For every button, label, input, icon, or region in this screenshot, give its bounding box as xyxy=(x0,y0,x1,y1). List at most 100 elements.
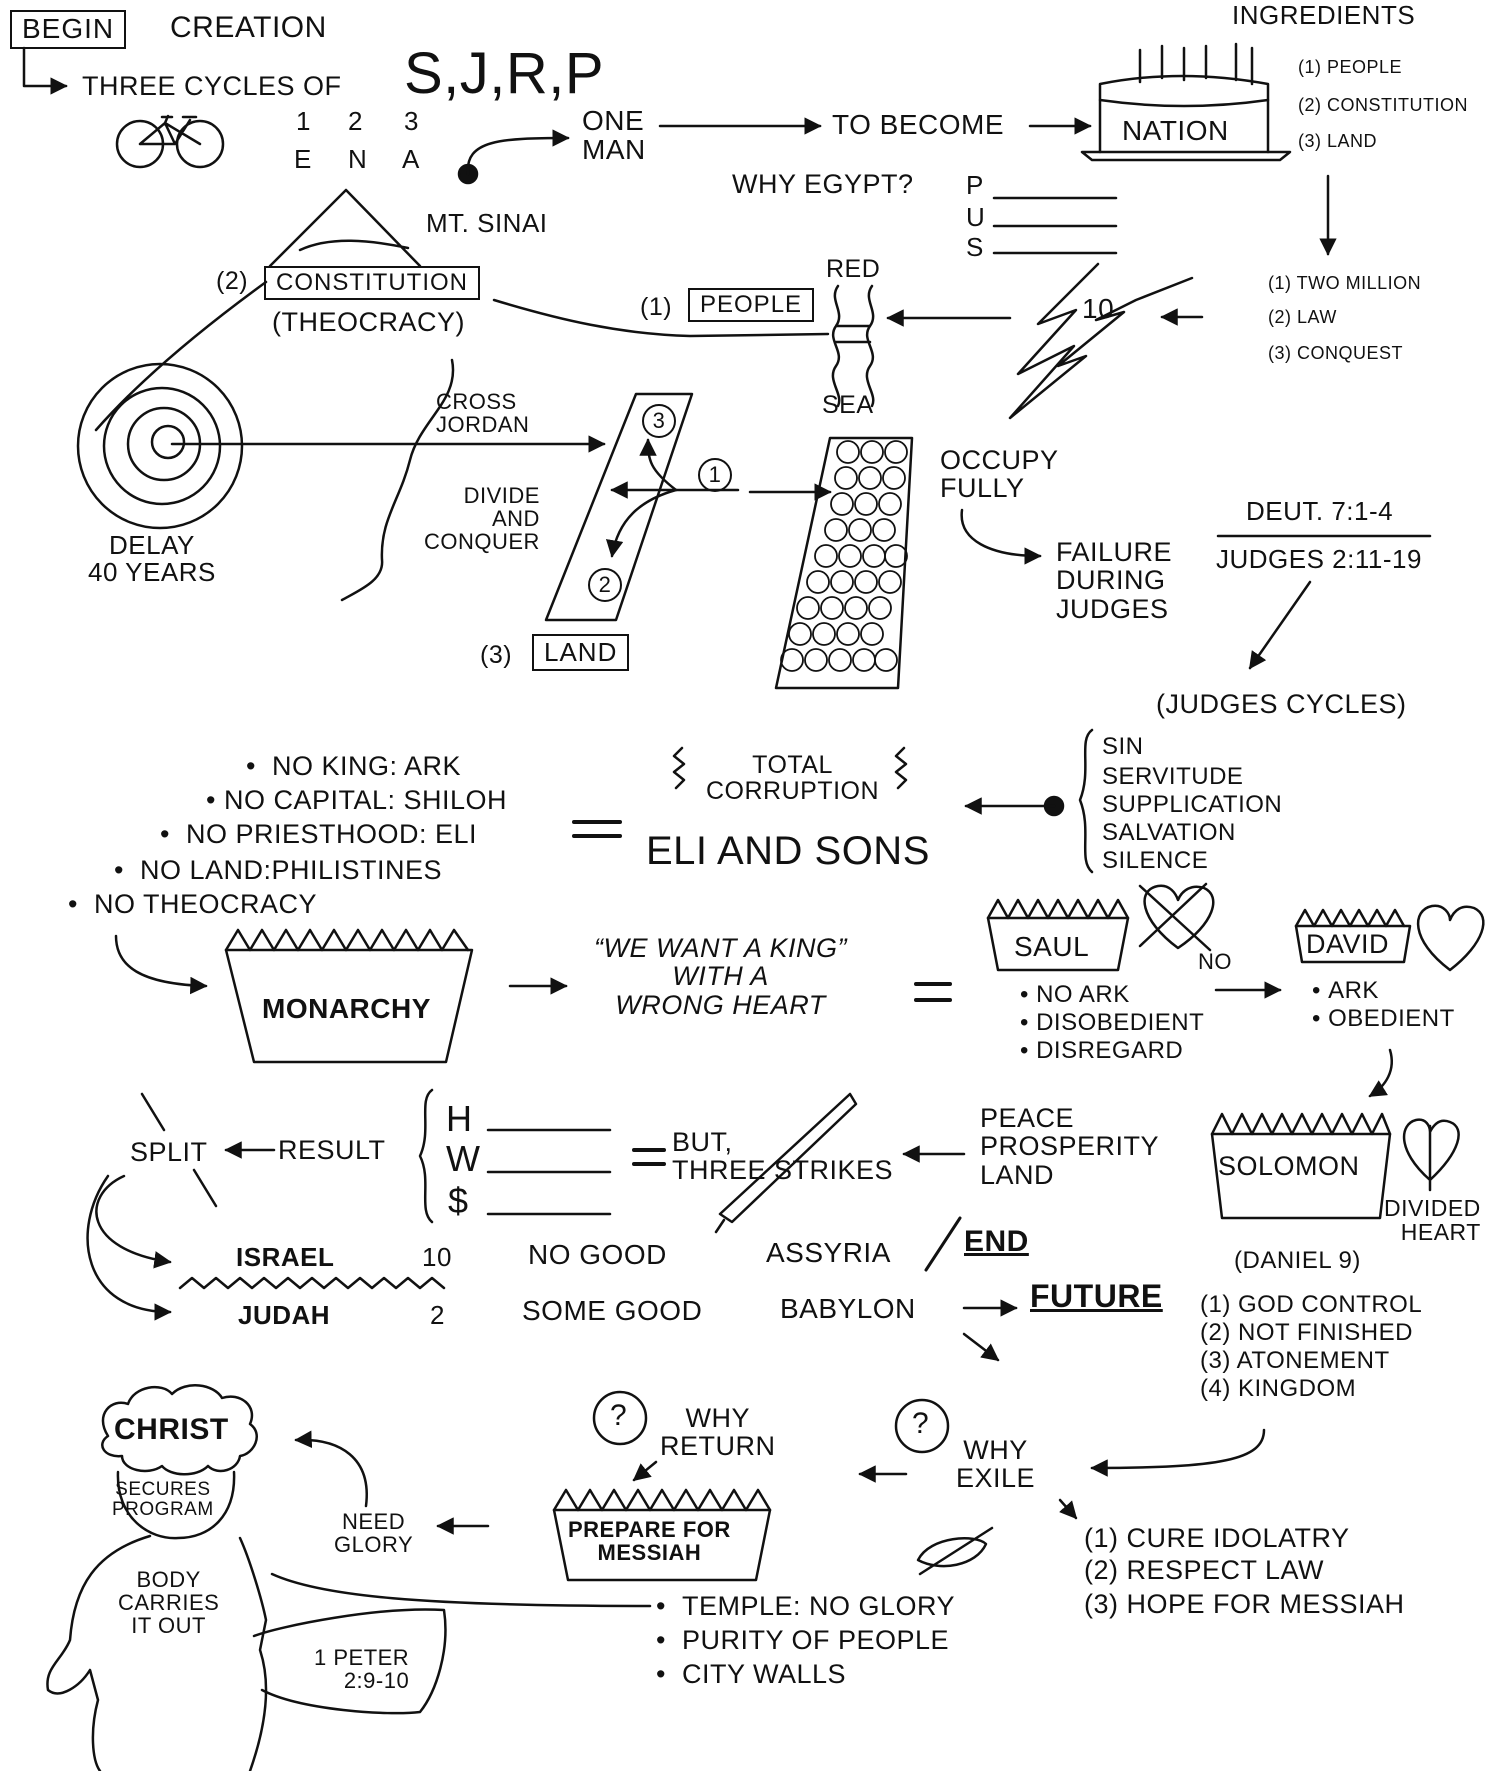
ingredients-label: INGREDIENTS xyxy=(1232,0,1416,30)
want-king-label: “WE WANT A KING” WITH A WRONG HEART xyxy=(594,933,847,1020)
question-circle-return xyxy=(592,1390,648,1446)
secures-program-label: SECURES PROGRAM xyxy=(112,1479,214,1520)
outcome-conquest: (3) CONQUEST xyxy=(1268,343,1404,363)
land-num: (3) xyxy=(480,641,513,669)
cycle-num-3: 3 xyxy=(404,106,419,136)
daniel-item: (3) ATONEMENT xyxy=(1200,1347,1390,1374)
result-label: RESULT xyxy=(278,1135,386,1165)
outcome-two-million: (1) TWO MILLION xyxy=(1268,273,1422,293)
three-cycles-label: THREE CYCLES OF xyxy=(82,71,342,101)
daniel-item: (2) NOT FINISHED xyxy=(1200,1319,1413,1346)
hws-dollar: $ xyxy=(448,1180,469,1221)
no-list-item: • NO KING: ARK xyxy=(246,751,462,781)
david-list-item: • OBEDIENT xyxy=(1312,1005,1455,1032)
judah-num: 2 xyxy=(430,1300,445,1330)
daniel-item: (4) KINGDOM xyxy=(1200,1375,1357,1402)
cycle-letter-a: A xyxy=(402,144,420,174)
mt-sinai-icon xyxy=(268,188,422,268)
leaf-icon xyxy=(916,1526,994,1576)
israel-status: NO GOOD xyxy=(528,1239,667,1270)
people-num: (1) xyxy=(640,293,673,321)
monarchy-basket xyxy=(224,948,474,1064)
saul-list-item: • DISREGARD xyxy=(1020,1037,1184,1064)
solomon-label: SOLOMON xyxy=(1218,1151,1360,1181)
mt-sinai-label: MT. SINAI xyxy=(426,208,548,238)
cycle-num-1: 1 xyxy=(296,106,311,136)
three-strikes-label: BUT, THREE STRIKES xyxy=(672,1127,894,1186)
red-label: RED xyxy=(826,255,881,283)
occupied-land-shape xyxy=(774,436,914,690)
assyria-label: ASSYRIA xyxy=(766,1237,891,1268)
cycle-letter-n: N xyxy=(348,144,368,174)
occupy-fully-label: OCCUPY FULLY xyxy=(940,445,1059,504)
judges-ref: JUDGES 2:11-19 xyxy=(1216,544,1422,574)
prepare-label: PREPARE FOR MESSIAH xyxy=(568,1517,731,1566)
christ-label: CHRIST xyxy=(114,1413,229,1446)
israel-num: 10 xyxy=(422,1242,452,1272)
judges-cycles-label: (JUDGES CYCLES) xyxy=(1156,689,1407,719)
cross-jordan-label: CROSS JORDAN xyxy=(436,389,530,438)
circle-num-3: 3 xyxy=(642,404,676,438)
peace-label: PEACE PROSPERITY LAND xyxy=(980,1103,1160,1190)
babylon-label: BABYLON xyxy=(780,1293,916,1324)
question-circle-exile xyxy=(894,1398,950,1454)
eli-sons-label: ELI AND SONS xyxy=(646,829,930,873)
ingredient-people: (1) PEOPLE xyxy=(1298,57,1403,77)
david-list-item: • ARK xyxy=(1312,977,1379,1004)
red-sea-icon xyxy=(831,284,875,408)
theocracy-label: (THEOCRACY) xyxy=(272,307,465,337)
daniel-ref: (DANIEL 9) xyxy=(1234,1247,1361,1274)
question-mark-exile: ? xyxy=(912,1407,930,1440)
divide-conquer-label: DIVIDE AND CONQUER xyxy=(424,483,540,555)
ingredient-land: (3) LAND xyxy=(1298,131,1378,151)
end-label: END xyxy=(964,1225,1029,1258)
divided-heart-label: DIVIDED HEART xyxy=(1384,1195,1481,1246)
cycle-salvation: SALVATION xyxy=(1102,819,1236,846)
plagues-lightning-icon xyxy=(1008,262,1194,420)
jordan-river xyxy=(340,358,455,602)
one-man-arrow xyxy=(466,129,570,176)
delay-label: DELAY 40 YEARS xyxy=(88,530,216,588)
exile-reason: (3) HOPE FOR MESSIAH xyxy=(1084,1589,1405,1619)
monarchy-label: MONARCHY xyxy=(262,993,431,1024)
figure-body xyxy=(46,1470,268,1771)
failure-label: FAILURE DURING JUDGES xyxy=(1056,537,1173,624)
future-label: FUTURE xyxy=(1030,1278,1163,1314)
plagues-ten: 10 xyxy=(1082,293,1115,324)
no-list-item: • NO LAND:PHILISTINES xyxy=(114,855,443,885)
bat-icon xyxy=(714,1092,858,1234)
begin-arrow xyxy=(22,46,68,95)
return-list-item: • CITY WALLS xyxy=(656,1659,847,1689)
saul-basket xyxy=(986,916,1130,972)
creation-label: CREATION xyxy=(170,11,327,44)
return-list-item: • PURITY OF PEOPLE xyxy=(656,1625,950,1655)
deut-ref: DEUT. 7:1-4 xyxy=(1246,496,1394,526)
bicycle-icon xyxy=(115,114,225,169)
david-basket xyxy=(1294,924,1412,964)
cycle-sin: SIN xyxy=(1102,733,1144,760)
no-list-item: • NO PRIESTHOOD: ELI xyxy=(160,819,478,849)
body-carries-label: BODY CARRIES IT OUT xyxy=(118,1567,220,1639)
one-man-label: ONE MAN xyxy=(582,105,646,166)
sjrp-label: S,J,R,P xyxy=(404,41,605,106)
nation-label: NATION xyxy=(1122,115,1229,146)
hws-h: H xyxy=(446,1098,473,1139)
cycle-supplication: SUPPLICATION xyxy=(1102,791,1283,818)
why-return-label: WHY RETURN xyxy=(660,1403,776,1462)
constitution-num: (2) xyxy=(216,267,249,295)
daniel-item: (1) GOD CONTROL xyxy=(1200,1291,1423,1318)
ingredient-constitution: (2) CONSTITUTION xyxy=(1298,95,1468,115)
hws-w: W xyxy=(446,1138,481,1179)
no-list-item: • NO THEOCRACY xyxy=(68,889,317,919)
circle-num-1: 1 xyxy=(698,458,732,492)
david-label: DAVID xyxy=(1306,929,1390,959)
saul-list-item: • DISOBEDIENT xyxy=(1020,1009,1205,1036)
land-shape xyxy=(544,392,694,622)
constitution-box: CONSTITUTION xyxy=(264,266,480,301)
pus-u: U xyxy=(966,202,986,232)
cycle-silence: SILENCE xyxy=(1102,847,1209,874)
israel-label: ISRAEL xyxy=(236,1242,335,1272)
no-list-item: • NO CAPITAL: SHILOH xyxy=(206,785,508,815)
exile-reason: (1) CURE IDOLATRY xyxy=(1084,1523,1350,1553)
heart-icon xyxy=(1416,904,1485,972)
